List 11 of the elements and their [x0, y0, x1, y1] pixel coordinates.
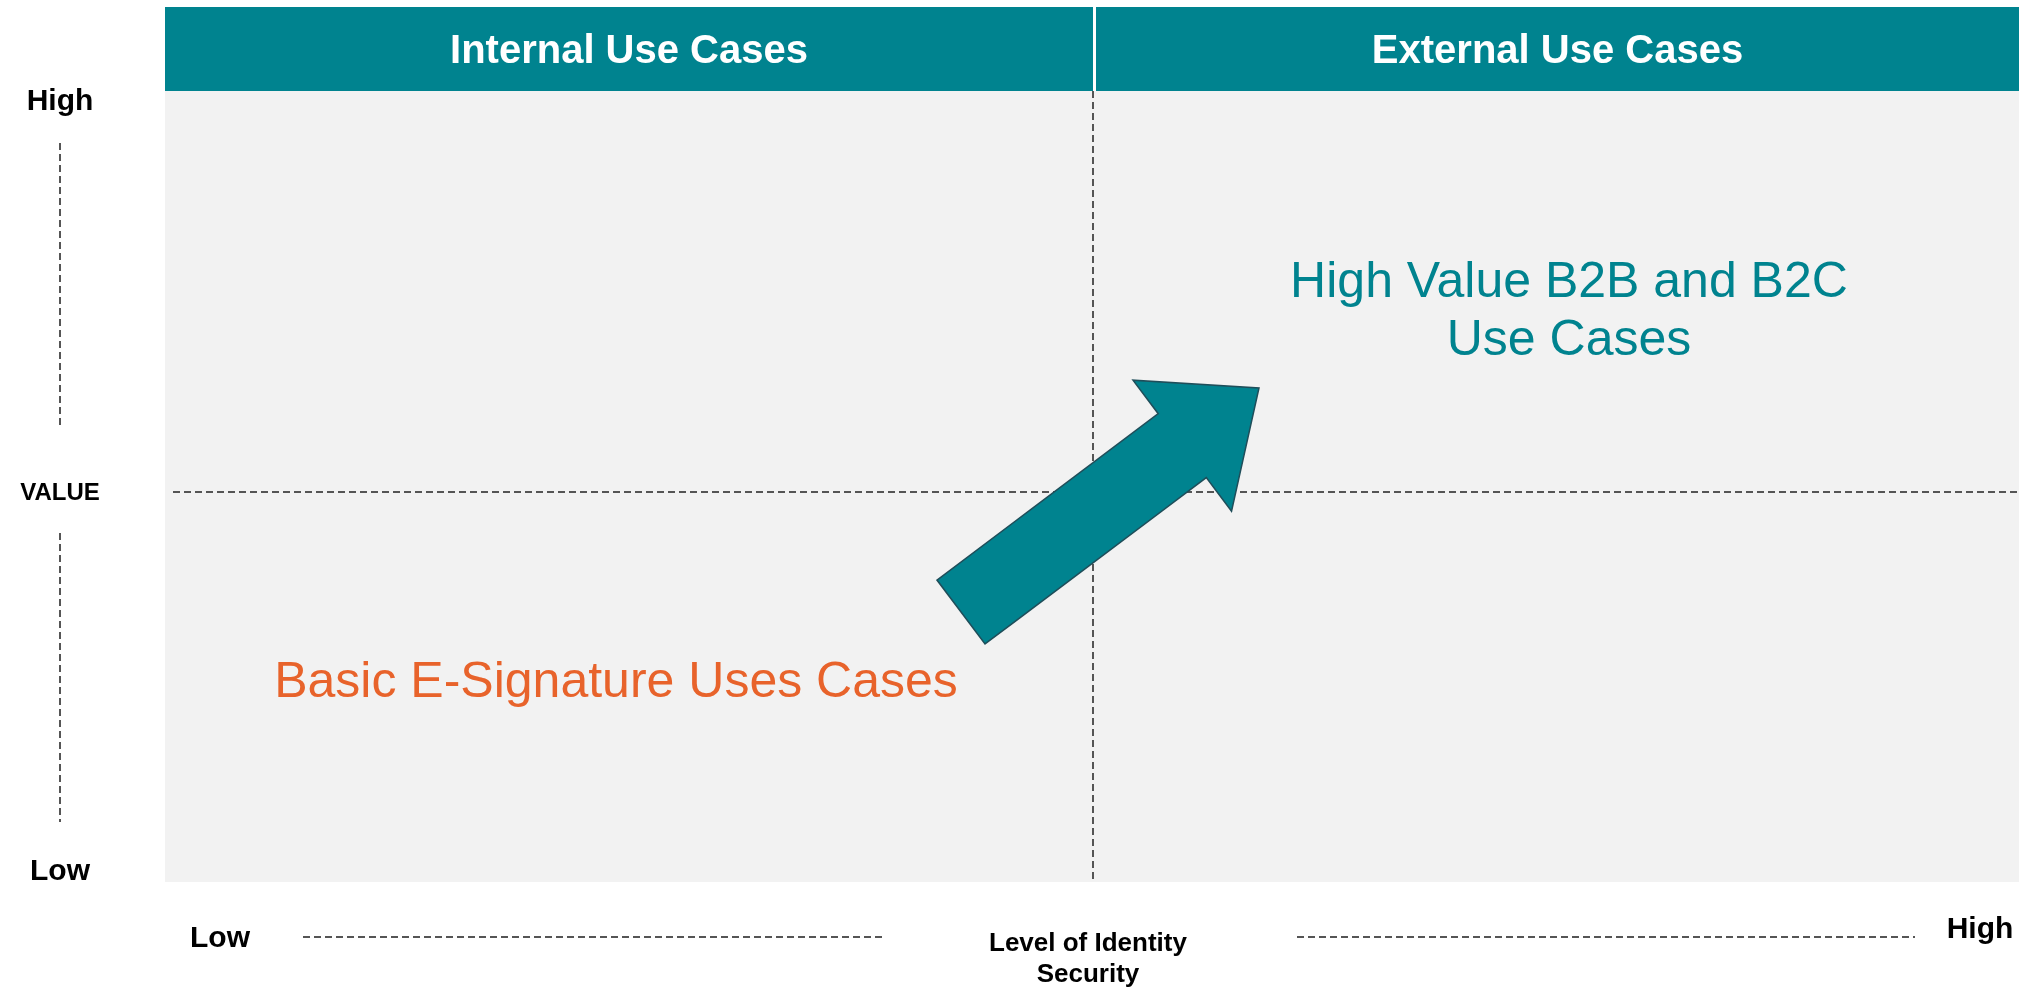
axis-label: High	[1945, 910, 2015, 946]
axis-label: High	[25, 82, 95, 118]
axis-label: VALUE	[19, 477, 101, 507]
header-band: Internal Use Cases	[165, 7, 1093, 91]
header-band: External Use Cases	[1096, 7, 2019, 91]
quadrant-label: Basic E-Signature Uses Cases	[271, 612, 961, 747]
axis-title: Level of Identity Security	[988, 926, 1188, 990]
axis-label: Low	[29, 852, 91, 888]
axis-label: Low	[189, 919, 251, 955]
quadrant-label: High Value B2B and B2C Use Cases	[1259, 230, 1879, 388]
arrow	[935, 379, 1260, 646]
